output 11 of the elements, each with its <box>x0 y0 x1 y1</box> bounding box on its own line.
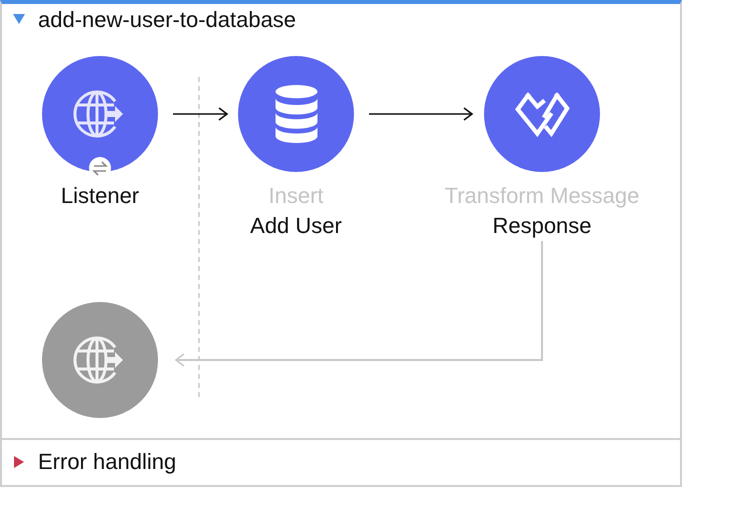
flow-panel <box>0 0 682 487</box>
connector-arrow <box>175 241 543 367</box>
connector-arrow <box>173 107 228 121</box>
component-name-label: Add User <box>250 213 342 239</box>
connector-arrow <box>369 107 473 121</box>
section-label: Error handling <box>38 449 176 475</box>
component-name-label: Response <box>492 213 592 239</box>
component-name-label: Listener <box>60 183 140 209</box>
component-type-label: Transform Message <box>444 183 640 209</box>
flow-title: add-new-user-to-database <box>38 7 296 33</box>
component-type-label: Insert <box>268 183 324 209</box>
